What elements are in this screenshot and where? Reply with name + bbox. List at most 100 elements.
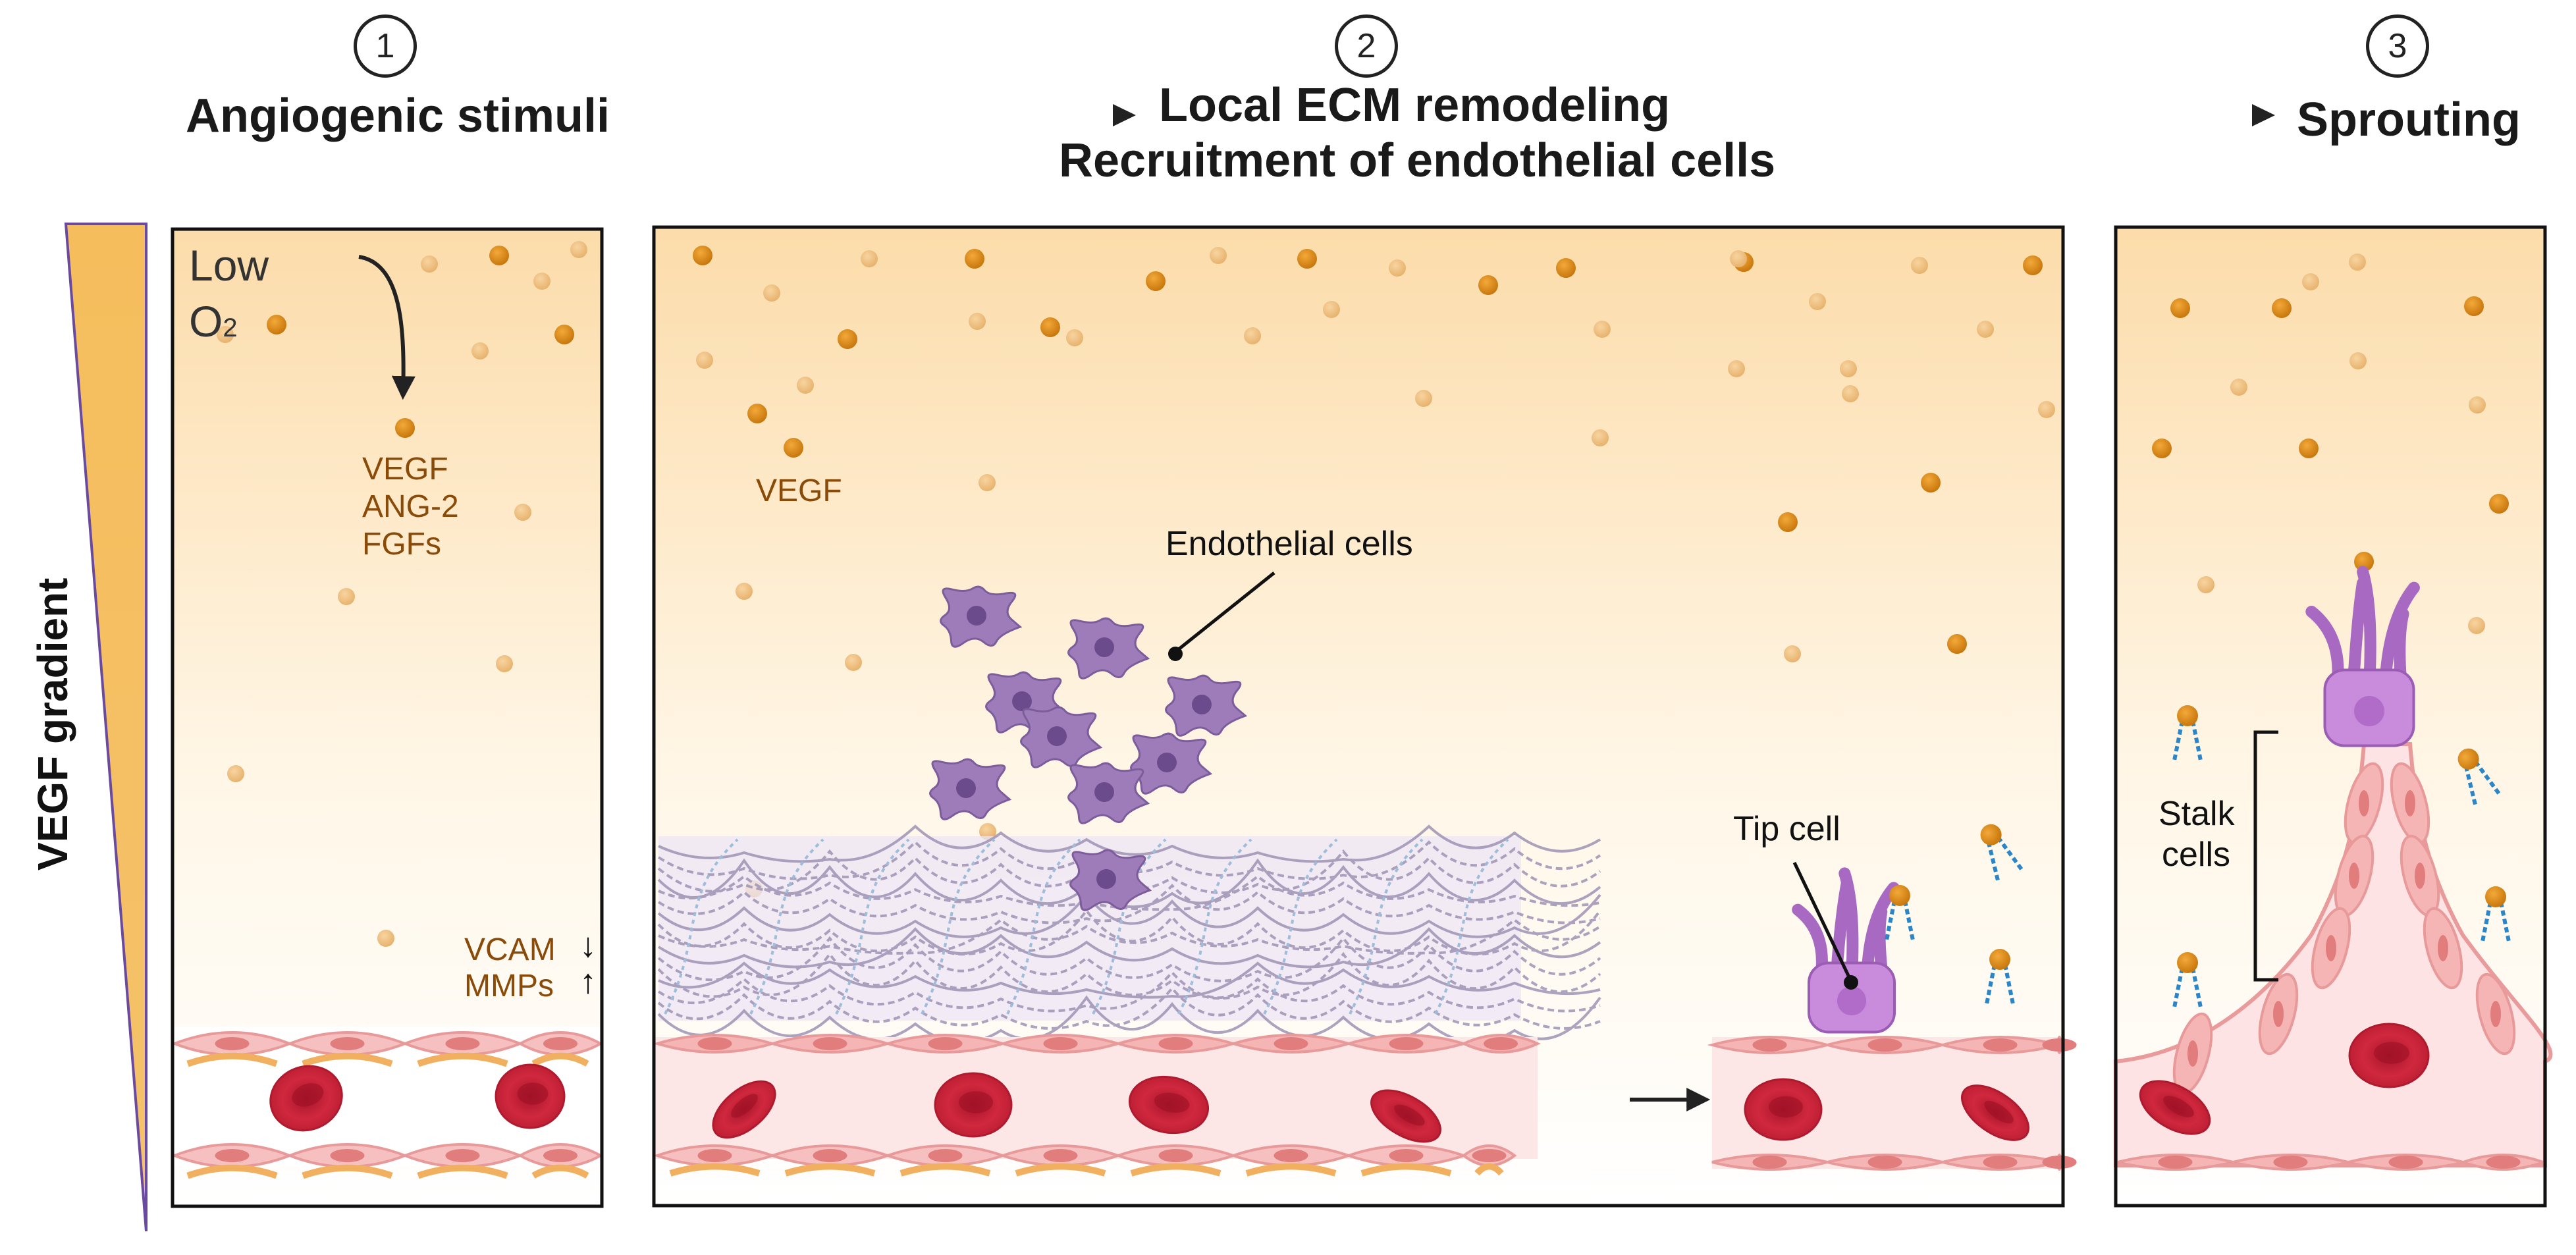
pericyte: [417, 1164, 508, 1179]
pericyte: [302, 1052, 393, 1067]
cell-nucleus: [1158, 1149, 1193, 1162]
cell-nucleus: [1983, 1156, 2018, 1169]
vegf-dot: [861, 250, 878, 267]
pericyte: [1245, 1163, 1337, 1177]
receptor-chain: [2191, 967, 2203, 1008]
vegf-dot: [338, 588, 355, 605]
vegf-dot: [2302, 273, 2319, 290]
sprout-tip-cell: [2305, 566, 2420, 747]
receptor-chain: [2499, 901, 2511, 942]
bound-vegf: [2485, 886, 2506, 907]
vegf-receptors: [1885, 705, 2511, 1008]
ecm-fiber: [921, 838, 996, 1015]
cell-nucleus: [956, 778, 976, 798]
cell-nucleus: [1043, 1149, 1078, 1162]
vegf-dot: [1389, 259, 1406, 277]
vegf-dot: [747, 404, 767, 423]
cell-nucleus: [1192, 695, 1212, 714]
cell-nucleus: [1484, 1037, 1518, 1050]
cell-nucleus: [445, 1037, 480, 1050]
vegf-dot: [1323, 301, 1340, 318]
vegf-dot: [2299, 439, 2319, 458]
cell-nucleus: [697, 1037, 732, 1050]
step-3-circle: 3: [2366, 14, 2429, 78]
cell-nucleus: [1012, 691, 1032, 711]
endothelial-cells-pointer: [1168, 572, 1275, 661]
vegf-dot: [1478, 275, 1498, 295]
vegf-dot: [2349, 254, 2366, 271]
endothelial-cells-label: Endothelial cells: [1166, 525, 1413, 563]
cell-nucleus: [2354, 696, 2384, 726]
vegf-dot: [1556, 258, 1576, 278]
vegf-dot: [217, 326, 234, 343]
cell-nucleus: [1274, 1037, 1308, 1050]
cell-nucleus: [1094, 637, 1114, 657]
cell-nucleus: [967, 606, 986, 626]
vegf-receptor: [2457, 748, 2501, 806]
step-3-title: Sprouting: [2297, 93, 2521, 146]
vegf-dot: [2038, 401, 2055, 418]
cell-nucleus: [1094, 782, 1114, 802]
red-blood-cell-center: [1984, 1100, 2014, 1124]
cell-nucleus: [330, 1149, 365, 1162]
panel2-vessel: [652, 1034, 1541, 1177]
vegf-dot: [1911, 257, 1928, 274]
vegf-dot: [1244, 327, 1261, 344]
pericyte: [1130, 1163, 1221, 1177]
filopodium: [2357, 566, 2376, 691]
panel3-sprout: [2114, 742, 2553, 1171]
vegf-dot: [554, 325, 574, 344]
cell-nucleus: [543, 1149, 577, 1162]
bound-vegf: [1989, 949, 2010, 970]
vcam-down-arrow: ↓: [579, 926, 597, 965]
ecm-fiber: [1177, 838, 1252, 1015]
cell-nucleus: [1043, 1037, 1078, 1050]
vegf-dot: [797, 377, 814, 394]
vegf-dot: [421, 255, 438, 273]
vegf-dot: [1297, 249, 1317, 269]
pericyte: [186, 1052, 278, 1067]
cell-nucleus: [1752, 1156, 1787, 1169]
cell-nucleus: [1983, 1038, 2018, 1052]
cell-nucleus: [2490, 1001, 2501, 1027]
oxygen-subscript: 2: [223, 313, 238, 342]
vegf-dot: [696, 352, 713, 369]
red-blood-cell-center: [517, 1082, 549, 1105]
pericyte: [1360, 1163, 1452, 1177]
pericyte: [186, 1164, 278, 1179]
ecm-fiber: [664, 838, 739, 1015]
ecm-fiber: [658, 874, 1601, 911]
cell-nucleus: [2326, 935, 2336, 961]
receptor-chain: [2003, 964, 2015, 1005]
vegf-dot: [496, 655, 513, 672]
cell-nucleus: [2042, 1156, 2077, 1169]
receptor-chain: [1885, 900, 1896, 941]
red-blood-cell-center: [292, 1082, 324, 1107]
vegf-dot: [489, 246, 509, 265]
vegf-dot: [2354, 552, 2374, 572]
vegf-dot: [763, 284, 780, 302]
vegf-dot: [2272, 298, 2292, 318]
cell-nucleus: [1389, 1037, 1424, 1050]
panel1-vessel: [171, 1027, 604, 1179]
endothelial-cell-cluster: [929, 585, 1248, 911]
cell-nucleus: [543, 1037, 577, 1050]
cell-nucleus: [1096, 869, 1116, 889]
cell-nucleus: [2388, 1156, 2423, 1169]
vegf-dot: [693, 246, 712, 265]
ecm-fiber: [749, 838, 824, 1015]
red-blood-cell-center: [958, 1091, 994, 1113]
receptor-chain: [1985, 964, 1997, 1005]
cell-nucleus: [2187, 1040, 2198, 1067]
receptor-chain: [2191, 720, 2203, 761]
cell-nucleus: [2273, 1156, 2308, 1169]
step-1-circle: 1: [354, 14, 417, 78]
ecm-fiber: [657, 995, 1601, 1044]
cell-nucleus: [1837, 986, 1867, 1016]
stalk-cells-bracket: [2253, 730, 2278, 982]
red-blood-cell-center: [1154, 1092, 1190, 1113]
ecm-fiber: [658, 824, 1601, 863]
stalk-cells-label-line1: Stalk: [2159, 795, 2235, 833]
vegf-dot: [2197, 576, 2214, 593]
vegf-dot: [471, 342, 489, 360]
